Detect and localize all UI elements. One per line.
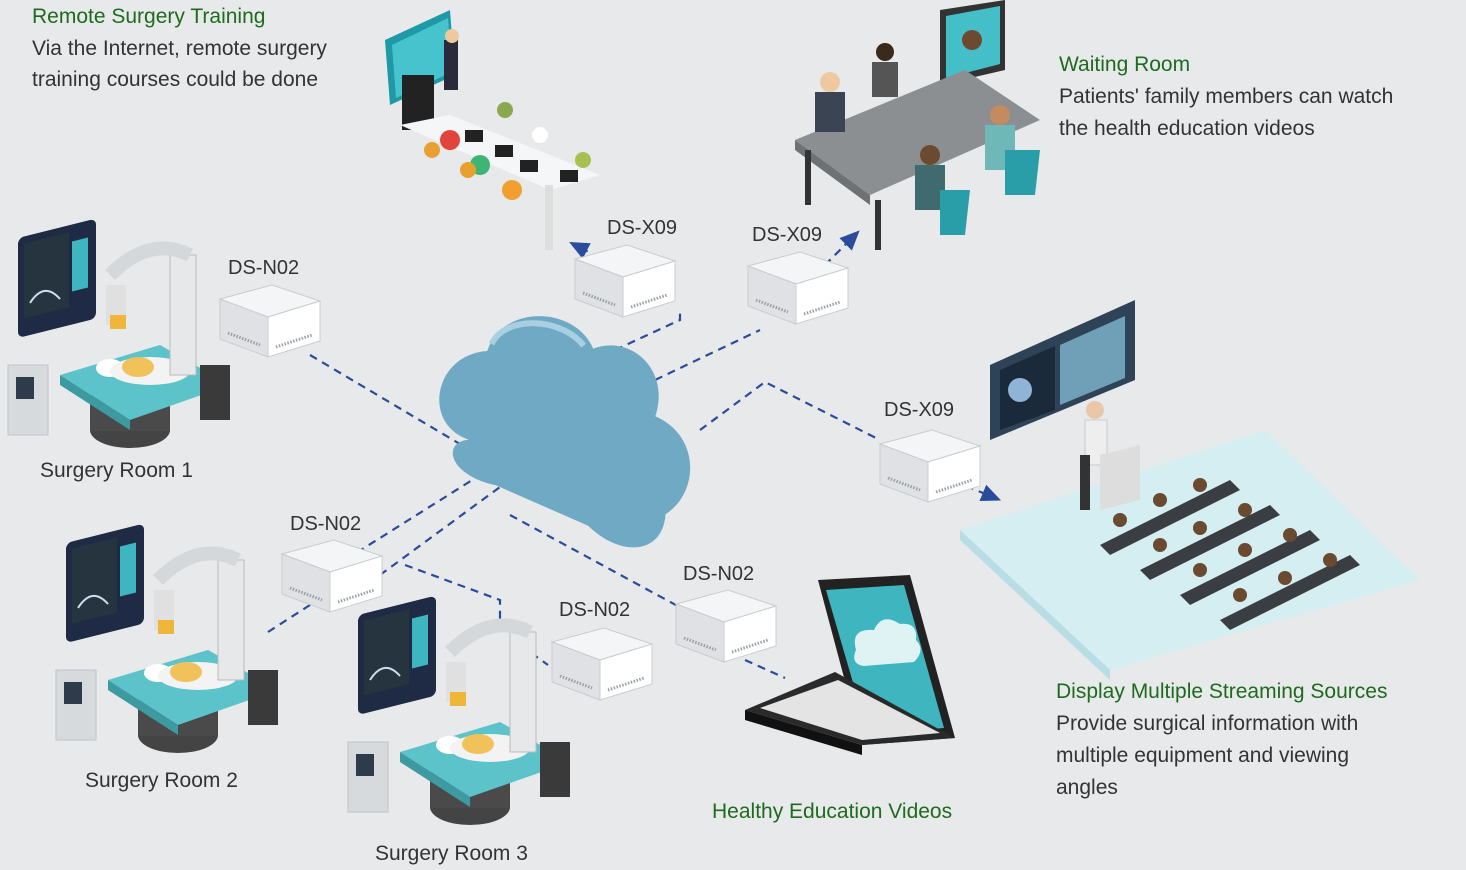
surgery-room-1-illustration [8, 219, 230, 448]
ds-x09-waiting-label: DS-X09 [752, 224, 823, 246]
surgery-room-1-label: Surgery Room 1 [40, 459, 193, 482]
ds-n02-videos-device [674, 588, 778, 664]
link-videos-cloud [509, 514, 686, 611]
laptop-illustration [745, 575, 955, 755]
waiting-desc-line-2: the health education videos [1059, 117, 1315, 140]
ds-n02-videos-label: DS-N02 [683, 563, 755, 585]
internet-cloud [439, 316, 691, 548]
auditorium-illustration [960, 300, 1420, 680]
waiting-room-illustration [795, 0, 1040, 250]
surgery-room-3-label: Surgery Room 3 [375, 842, 528, 865]
link-training-cloud [614, 310, 682, 351]
link-waiting-cloud [654, 329, 761, 381]
ds-n02-room2-device [280, 538, 384, 614]
surgery-room-2-label: Surgery Room 2 [85, 769, 238, 792]
waiting-title: Waiting Room [1059, 53, 1191, 76]
display-title: Display Multiple Streaming Sources [1056, 680, 1388, 703]
link-room1-cloud [309, 354, 471, 451]
display-desc-line-2: multiple equipment and viewing [1056, 744, 1350, 767]
ds-n02-room1-device [218, 283, 322, 359]
display-desc-line-3: angles [1056, 776, 1118, 799]
link-display-cloud [699, 380, 881, 441]
display-desc-line-1: Provide surgical information with [1056, 712, 1359, 735]
ds-n02-room3-device [550, 626, 654, 702]
training-room-illustration [385, 10, 600, 250]
ds-x09-display-label: DS-X09 [884, 399, 955, 421]
ds-n02-room2-label: DS-N02 [290, 513, 362, 535]
ds-n02-room1-label: DS-N02 [228, 257, 300, 279]
surgery-room-2-illustration [56, 524, 278, 753]
ds-x09-waiting-device [746, 250, 850, 326]
surgery-room-3-illustration [348, 596, 570, 825]
ds-x09-training-device [573, 243, 677, 319]
training-desc-line-2: training courses could be done [32, 68, 319, 91]
videos-title: Healthy Education Videos [712, 800, 953, 823]
ds-x09-display-device [878, 428, 982, 504]
link-room3-cloud [404, 563, 502, 625]
ds-x09-training-label: DS-X09 [607, 217, 678, 239]
ds-n02-room3-label: DS-N02 [559, 599, 631, 621]
training-desc-line-1: Via the Internet, remote surgery [32, 37, 327, 60]
training-title: Remote Surgery Training [32, 5, 266, 28]
waiting-desc-line-1: Patients' family members can watch [1059, 85, 1394, 108]
